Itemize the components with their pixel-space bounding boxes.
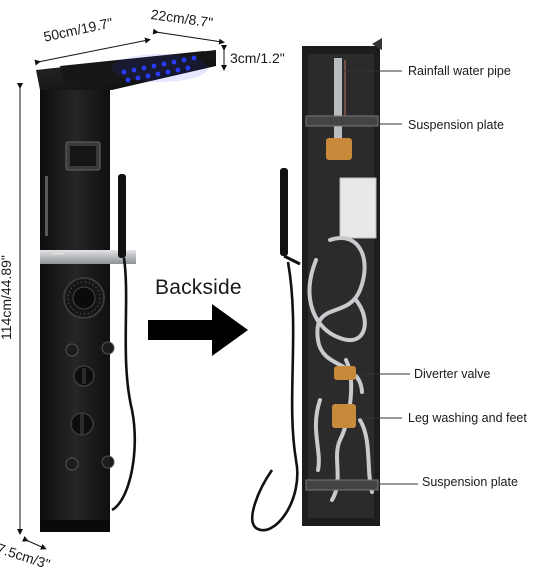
suspension-plate-bottom — [305, 479, 379, 491]
callout-lines — [344, 70, 418, 485]
callout-suspension-plate-top: Suspension plate — [408, 118, 504, 132]
height-dimension: 114cm/44.89" — [0, 255, 14, 340]
back-hand-shower — [280, 168, 288, 256]
body-jet — [101, 341, 115, 355]
copper-block — [326, 138, 352, 160]
rainfall-water-pipe — [334, 58, 342, 142]
callout-rainfall-water-pipe: Rainfall water pipe — [408, 64, 511, 78]
suspension-plate-top — [305, 115, 379, 127]
backside-label: Backside — [155, 276, 242, 299]
body-jet — [101, 455, 115, 469]
backside-arrow — [148, 304, 248, 356]
front-view — [36, 50, 216, 532]
thickness-dimension: 3cm/1.2" — [230, 50, 285, 66]
back-view — [251, 38, 382, 532]
hand-shower — [118, 174, 126, 258]
body-jet — [65, 457, 79, 471]
callout-suspension-plate-bottom: Suspension plate — [422, 475, 518, 489]
control-box — [339, 177, 377, 239]
dimension-lines — [17, 28, 227, 550]
hose — [111, 257, 137, 512]
body-jet — [65, 343, 79, 357]
diverter-valve — [334, 366, 356, 380]
leg-washing-valve — [332, 404, 356, 428]
callout-diverter-valve: Diverter valve — [414, 367, 491, 381]
callout-leg-washing: Leg washing and feet — [408, 411, 527, 425]
